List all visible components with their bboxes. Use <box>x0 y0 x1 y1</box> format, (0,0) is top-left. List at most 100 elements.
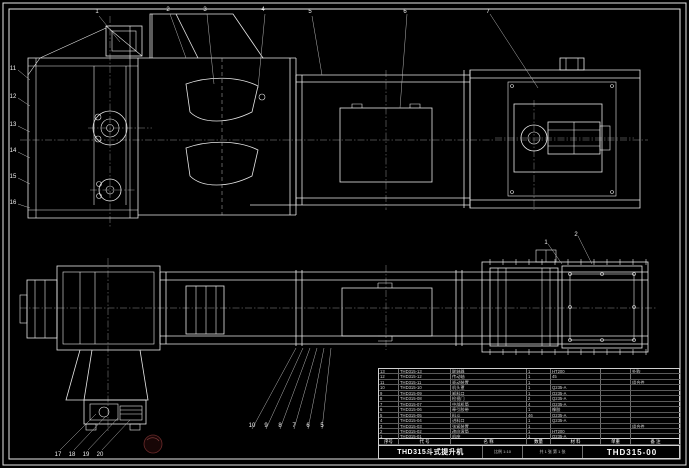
balloon-label: 2 <box>166 7 170 13</box>
bom-cell-name: 联轴器 <box>451 369 527 375</box>
bom-cell-qty: 1 <box>527 418 551 424</box>
bom-header-material: 材 料 <box>551 439 601 445</box>
bom-cell-remark <box>631 418 681 424</box>
bom-cell-material: Q235-A <box>551 396 601 402</box>
bom-cell-code: THD315-09 <box>399 390 451 397</box>
ink-stamp <box>143 434 163 454</box>
bom-cell-remark <box>631 412 681 419</box>
bom-cell-weight <box>601 401 631 408</box>
balloon-label: 1 <box>95 9 99 15</box>
bom-cell-seq: 5 <box>379 412 399 419</box>
bom-cell-seq: 6 <box>379 407 399 413</box>
head-section <box>27 25 143 219</box>
bom-header-weight: 单重 <box>601 439 631 445</box>
bom-cell-name: 卸料口 <box>451 390 527 397</box>
bom-cell-material <box>551 423 601 429</box>
bom-cell-material: Q235-A <box>551 385 601 391</box>
bom-cell-seq: 2 <box>379 428 399 435</box>
bom-cell-qty: 46 <box>527 412 551 419</box>
elevation-view <box>27 13 641 219</box>
inspection-door-plan <box>341 287 433 337</box>
bom-cell-material: HT200 <box>551 369 601 375</box>
balloon-label: 6 <box>306 423 310 429</box>
bom-cell-name: 中部机筒 <box>451 401 527 408</box>
bom-cell-code: THD315-08 <box>399 396 451 402</box>
bom-header-seq: 序号 <box>379 439 399 445</box>
bom-cell-name: 进料口 <box>451 418 527 424</box>
bom-cell-weight <box>601 374 631 380</box>
bolt-dots <box>568 272 636 342</box>
plan-view <box>19 249 649 431</box>
bom-cell-remark <box>631 428 681 435</box>
bom-cell-remark <box>631 396 681 402</box>
bom-cell-qty: 1 <box>527 423 551 429</box>
bom-cell-name: 牵引胶带 <box>451 407 527 413</box>
bom-cell-weight <box>601 396 631 402</box>
bom-cell-remark <box>631 407 681 413</box>
bom-cell-weight <box>601 385 631 391</box>
bom-cell-qty: 1 <box>527 390 551 397</box>
bom-cell-code: THD315-13 <box>399 369 451 375</box>
bom-cell-material: HT200 <box>551 428 601 435</box>
pulley-plan <box>489 267 559 347</box>
boot-hopper <box>65 349 149 401</box>
bom-cell-qty: 1 <box>527 379 551 386</box>
bom-cell-seq: 11 <box>379 379 399 386</box>
bom-cell-remark <box>631 401 681 408</box>
bom-cell-name: 传动轴 <box>451 374 527 380</box>
bom-header-code: 代 号 <box>399 439 451 445</box>
bom-cell-material: 橡胶 <box>551 407 601 413</box>
balloon-label: 9 <box>264 423 268 429</box>
balloon-label: 12 <box>10 94 17 100</box>
bom-cell-seq: 12 <box>379 374 399 380</box>
bom-cell-qty: 4 <box>527 401 551 408</box>
sheet-field: 共 1 张 第 1 张 <box>523 446 583 458</box>
balloon-label: 5 <box>308 9 312 15</box>
bom-cell-qty: 2 <box>527 396 551 402</box>
bom-cell-remark <box>631 385 681 391</box>
product-name: THD315斗式提升机 <box>379 446 483 458</box>
bom-cell-name: 驱动装置 <box>451 379 527 386</box>
belt-lines <box>93 66 127 205</box>
bom-cell-remark: 组合件 <box>631 423 681 429</box>
middle-casing <box>295 70 471 208</box>
bom-cell-seq: 13 <box>379 369 399 375</box>
bom-header-remark: 备 注 <box>631 439 681 445</box>
balloon-label: 3 <box>203 7 207 13</box>
balloon-label: 20 <box>97 452 104 458</box>
bom-cell-name: 料斗 <box>451 412 527 419</box>
motor-plan <box>98 406 110 418</box>
bom-cell-seq: 3 <box>379 423 399 429</box>
drive-pulley <box>92 110 128 146</box>
balloon-label: 7 <box>292 423 296 429</box>
flange-joint <box>295 270 463 346</box>
discharge-section <box>469 57 641 209</box>
bom-cell-remark <box>631 390 681 397</box>
bom-cell-weight <box>601 390 631 397</box>
inspection-door <box>339 107 433 183</box>
bom-cell-remark: 外购 <box>631 369 681 375</box>
bucket-section <box>138 57 297 216</box>
bom-cell-weight <box>601 369 631 375</box>
head-plan <box>481 249 649 355</box>
bom-cell-name: 张紧装置 <box>451 423 527 429</box>
bom-cell-seq: 10 <box>379 385 399 391</box>
balloon-label: 15 <box>10 174 17 180</box>
bom-cell-qty: 1 <box>527 374 551 380</box>
bom-cell-code: THD315-03 <box>399 423 451 429</box>
bom-cell-material: Q235-A <box>551 401 601 408</box>
bom-header-name: 名 称 <box>451 439 527 445</box>
bom-cell-weight <box>601 418 631 424</box>
side-door-plate <box>185 285 225 335</box>
balloon-label: 18 <box>69 452 76 458</box>
bom-cell-remark: 组合件 <box>631 379 681 386</box>
title-block: THD315斗式提升机 比例 1:10 共 1 张 第 1 张 THD315-0… <box>378 446 680 459</box>
drive-unit <box>520 121 611 155</box>
balloon-label: 6 <box>403 9 407 15</box>
bom-header-qty: 数量 <box>527 439 551 445</box>
bom-cell-qty: 1 <box>527 385 551 391</box>
bom-cell-code: THD315-05 <box>399 412 451 419</box>
balloon-label: 14 <box>10 148 17 154</box>
bom-cell-material: 45 <box>551 374 601 380</box>
